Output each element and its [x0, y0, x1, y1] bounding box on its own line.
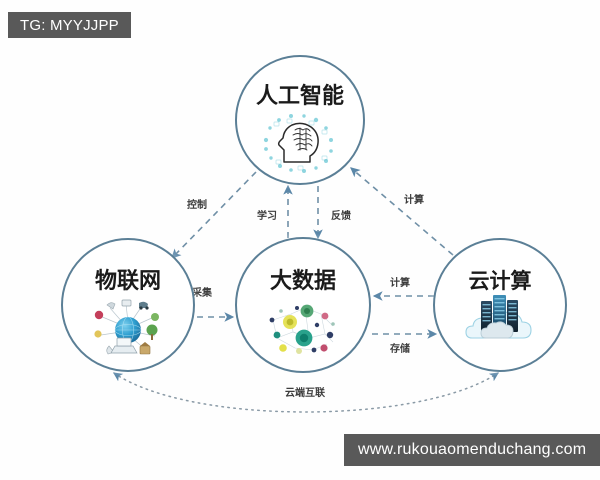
globe-network-icon [94, 299, 159, 355]
edge-label-storage: 存储 [390, 342, 410, 355]
node-ai[interactable]: 人工智能 [230, 50, 370, 190]
node-label-iot: 物联网 [95, 268, 161, 294]
watermark-bottom-right: www.rukouaomenduchang.com [344, 434, 600, 466]
edge-label-compute-ai: 计算 [404, 193, 424, 206]
watermark-top-left: TG: MYYJJPP [8, 12, 131, 38]
node-label-cloud: 云计算 [469, 269, 532, 293]
node-label-bigdata: 大数据 [270, 268, 336, 294]
edge-ai-to-bigdata: 反馈 [313, 186, 351, 240]
cloud-server-icon [465, 295, 532, 339]
edge-label-compute-bigdata: 计算 [390, 276, 410, 289]
edge-iot-cloud-arc: 云端互联 [113, 372, 499, 413]
node-bigdata[interactable]: 大数据 [230, 232, 376, 378]
edge-cloud-to-ai: 计算 [350, 167, 454, 256]
node-iot[interactable]: 物联网 [56, 233, 200, 377]
data-nodes-icon [269, 304, 335, 354]
edge-label-cloud-interconnect: 云端互联 [285, 386, 325, 399]
node-cloud[interactable]: 云计算 [428, 233, 572, 377]
brain-head-icon [263, 114, 333, 173]
edge-cloud-to-bigdata: 计算 [372, 276, 434, 301]
edge-label-feedback: 反馈 [331, 209, 351, 222]
edge-ai-to-iot: 控制 [171, 171, 257, 259]
edge-label-control: 控制 [187, 198, 207, 211]
edge-bigdata-to-cloud: 存储 [372, 329, 438, 355]
edge-label-learning: 学习 [257, 209, 277, 222]
node-label-ai: 人工智能 [256, 83, 344, 109]
edge-bigdata-to-ai: 学习 [257, 184, 293, 238]
